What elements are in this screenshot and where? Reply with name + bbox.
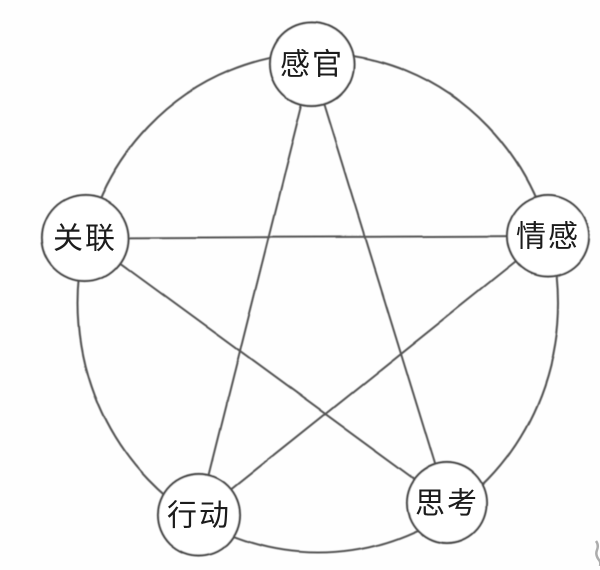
node-senses: 感官 — [268, 20, 356, 108]
star-edge-emotion-action — [198, 235, 549, 516]
edge-artifact-mark — [594, 540, 600, 566]
node-action: 行动 — [156, 472, 242, 558]
node-label-emotion: 情感 — [516, 221, 580, 254]
node-label-senses: 感官 — [280, 49, 344, 82]
node-thinking: 思考 — [405, 461, 489, 545]
node-circle-association — [40, 193, 130, 283]
node-label-action: 行动 — [167, 500, 231, 533]
node-label-thinking: 思考 — [415, 488, 479, 521]
node-circle-emotion — [505, 193, 591, 279]
star-edge-emotion-association — [84, 235, 549, 239]
star-edges-layer — [84, 63, 549, 516]
outer-circle-layer — [76, 51, 560, 555]
node-label-association: 关联 — [53, 223, 117, 256]
outer-circle — [76, 51, 560, 555]
star-edge-senses-thinking — [311, 63, 448, 504]
star-edge-senses-action — [198, 63, 313, 516]
node-circle-senses — [268, 20, 356, 108]
node-circle-thinking — [405, 461, 489, 545]
node-emotion: 情感 — [505, 193, 591, 279]
star-edge-thinking-association — [84, 237, 448, 504]
node-circle-action — [156, 472, 242, 558]
node-association: 关联 — [40, 193, 130, 283]
